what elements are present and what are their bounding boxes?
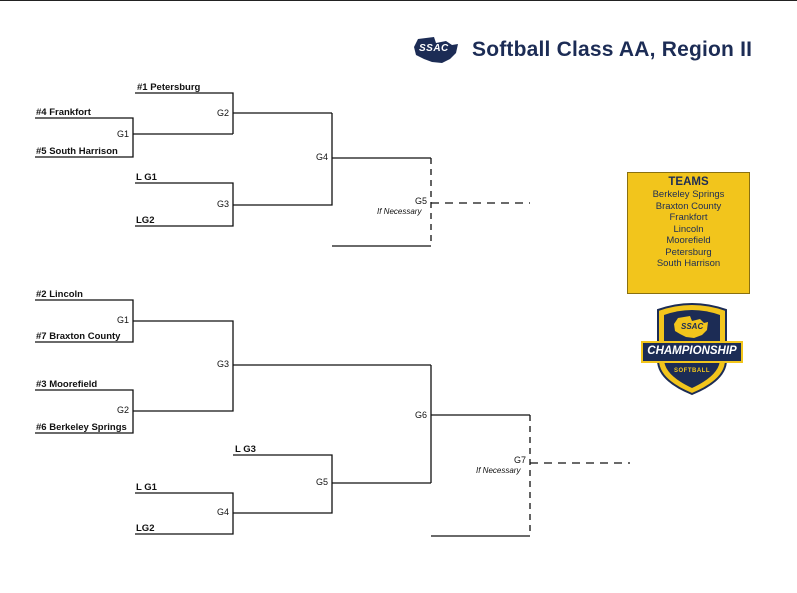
- game-top-g2: G2: [217, 108, 230, 118]
- game-bot-g6: G6: [415, 410, 428, 420]
- top-border-line: [0, 0, 797, 1]
- ssac-logo: SSAC: [412, 35, 462, 65]
- teams-list: Berkeley Springs Braxton County Frankfor…: [628, 189, 749, 270]
- game-bot-g7: G7: [514, 455, 527, 465]
- seed-south-harrison: #5 South Harrison: [36, 146, 118, 157]
- seed-frankfort: #4 Frankfort: [36, 107, 91, 118]
- page-title: Softball Class AA, Region II: [472, 38, 753, 61]
- seed-petersburg: #1 Petersburg: [137, 82, 201, 93]
- seed-berkeley-springs: #6 Berkeley Springs: [36, 422, 127, 433]
- page-header: SSAC Softball Class AA, Region II: [412, 34, 752, 66]
- game-top-g3: G3: [217, 199, 230, 209]
- seed-top-loser-g2: LG2: [136, 215, 155, 226]
- top-if-necessary-note: If Necessary: [377, 207, 422, 216]
- line-bot-g5: [233, 454, 333, 514]
- badge-shield-icon: [641, 303, 743, 396]
- game-bot-g3: G3: [217, 359, 230, 369]
- game-bot-g5: G5: [316, 477, 329, 487]
- badge-sub-text: SOFTBALL: [674, 368, 710, 374]
- seed-moorefield: #3 Moorefield: [36, 379, 98, 390]
- seed-bottom-loser-g2: LG2: [136, 523, 155, 534]
- seed-lincoln: #2 Lincoln: [36, 289, 83, 300]
- game-bot-g2: G2: [117, 405, 130, 415]
- teams-title: TEAMS: [668, 176, 709, 188]
- line-top-g1: [35, 117, 134, 158]
- team-item: Moorefield: [666, 235, 711, 246]
- seed-braxton-county: #7 Braxton County: [36, 331, 121, 342]
- line-top-g2: [135, 92, 234, 134]
- line-top-g4: [233, 113, 333, 206]
- bottom-if-necessary-note: If Necessary: [476, 466, 521, 475]
- ssac-logo-text: SSAC: [419, 43, 449, 54]
- seed-bottom-loser-g1: L G1: [136, 482, 157, 493]
- game-bot-g1: G1: [117, 315, 130, 325]
- team-item: Frankfort: [669, 212, 708, 223]
- game-top-g1: G1: [117, 129, 130, 139]
- badge-logo-text: SSAC: [681, 322, 704, 331]
- line-bot-g3: [133, 320, 234, 412]
- team-item: Braxton County: [655, 200, 722, 212]
- team-item: Petersburg: [665, 246, 712, 258]
- seed-bottom-loser-g3: L G3: [235, 444, 256, 455]
- seed-top-loser-g1: L G1: [136, 172, 157, 183]
- team-item: Berkeley Springs: [652, 189, 725, 200]
- team-item: South Harrison: [656, 258, 721, 269]
- badge-main-text: CHAMPIONSHIP: [647, 345, 737, 357]
- game-top-g5: G5: [415, 196, 428, 206]
- team-item: Lincoln: [673, 223, 704, 235]
- teams-box: TEAMS Berkeley Springs Braxton County Fr…: [627, 172, 750, 294]
- game-top-g4: G4: [316, 152, 329, 162]
- game-bot-g4: G4: [217, 507, 230, 517]
- championship-badge: SSAC CHAMPIONSHIP SOFTBALL: [638, 298, 746, 398]
